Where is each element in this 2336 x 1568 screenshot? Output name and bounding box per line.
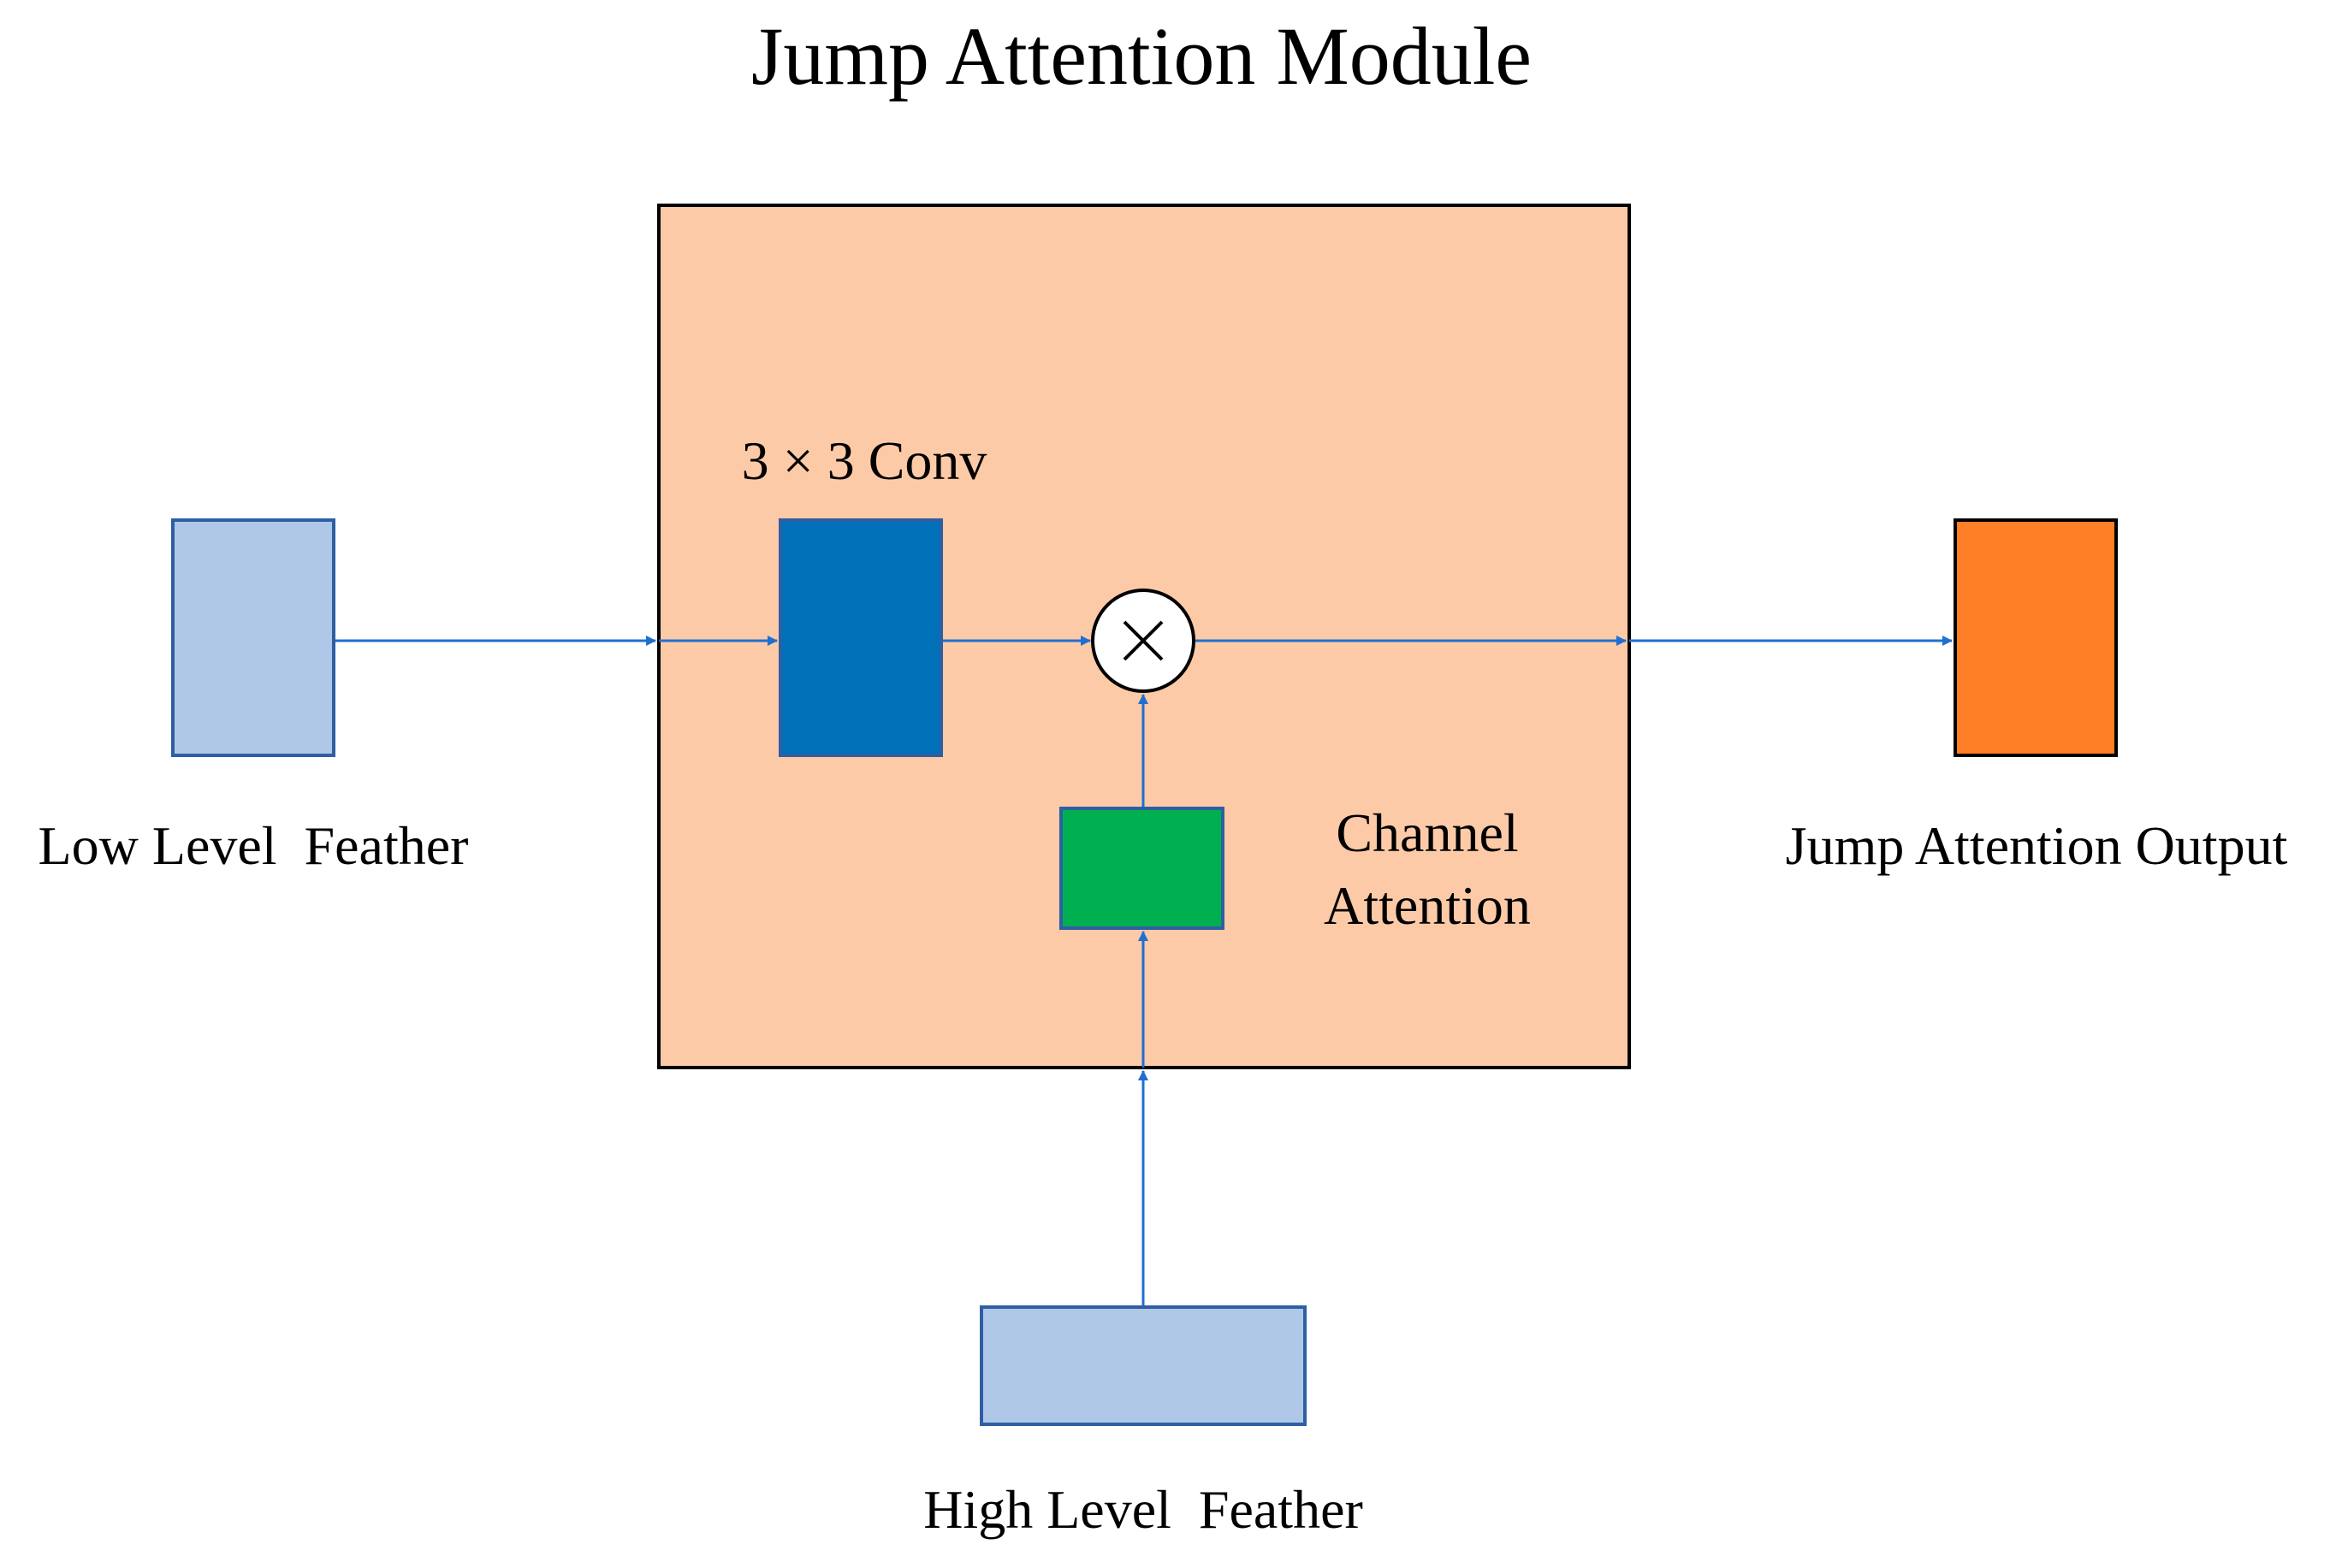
diagram-title: Jump Attention Module bbox=[751, 10, 1532, 102]
channel-attention-label-line1: Channel bbox=[1336, 802, 1518, 863]
conv-label: 3 × 3 Conv bbox=[742, 430, 987, 491]
output-label: Jump Attention Output bbox=[1786, 815, 2288, 876]
high-level-feature-block bbox=[980, 1305, 1307, 1426]
conv-block bbox=[779, 518, 943, 757]
channel-attention-block bbox=[1059, 807, 1224, 930]
channel-attention-label-line2: Attention bbox=[1324, 875, 1531, 936]
low-level-feature-label: Low Level Feather bbox=[39, 815, 469, 876]
low-level-feature-block bbox=[171, 518, 335, 757]
output-block bbox=[1954, 518, 2118, 757]
high-level-feature-label: High Level Feather bbox=[923, 1479, 1363, 1540]
multiply-circle-icon bbox=[1091, 589, 1195, 693]
